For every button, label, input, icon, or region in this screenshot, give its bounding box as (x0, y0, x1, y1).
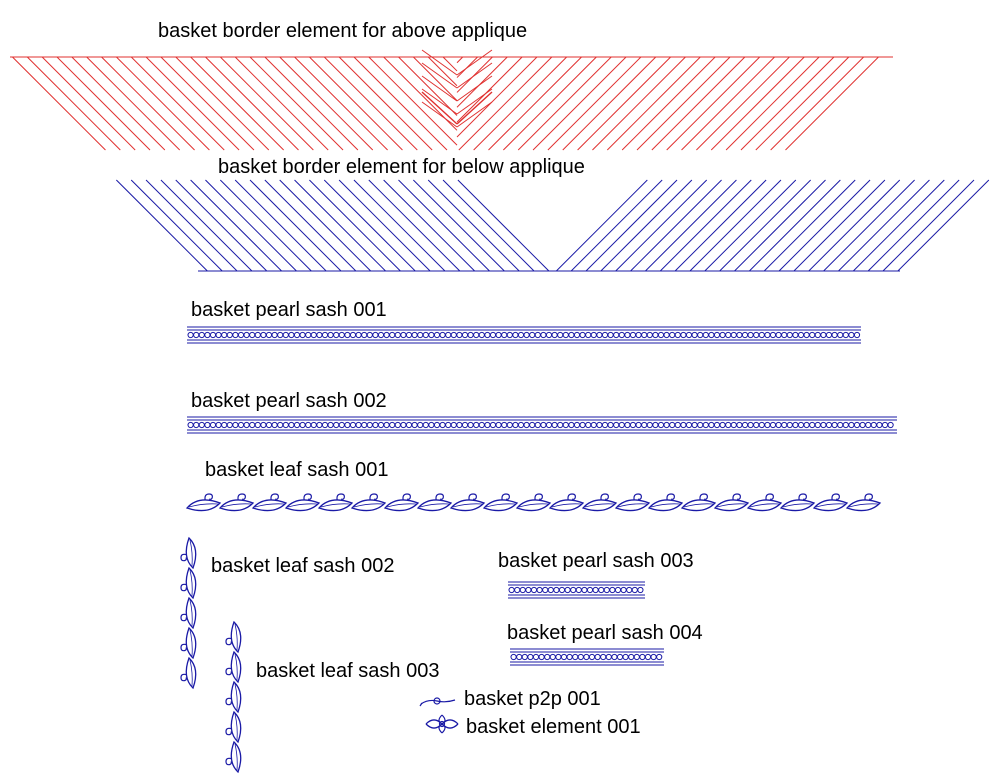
label-border-above: basket border element for above applique (158, 20, 528, 42)
element-001-glyph (425, 714, 459, 734)
border-below-applique (116, 179, 990, 272)
leaf-sash-003 (225, 620, 242, 774)
pearl-sash-001 (187, 326, 861, 344)
border-above-applique (10, 49, 893, 151)
label-leaf-sash-001: basket leaf sash 001 (205, 459, 389, 481)
pearl-sash-002 (187, 416, 897, 434)
label-leaf-sash-002: basket leaf sash 002 (211, 555, 395, 577)
label-pearl-sash-004: basket pearl sash 004 (507, 622, 703, 644)
leaf-sash-002 (180, 536, 197, 690)
label-element-001: basket element 001 (466, 716, 641, 738)
pearl-sash-003 (508, 581, 645, 599)
label-pearl-sash-001: basket pearl sash 001 (191, 299, 387, 321)
p2p-001-glyph (419, 697, 456, 707)
pearl-sash-004 (510, 648, 664, 666)
label-pearl-sash-003: basket pearl sash 003 (498, 550, 694, 572)
label-pearl-sash-002: basket pearl sash 002 (191, 390, 387, 412)
label-leaf-sash-003: basket leaf sash 003 (256, 660, 440, 682)
label-border-below: basket border element for below applique (218, 156, 585, 178)
label-p2p-001: basket p2p 001 (464, 688, 601, 710)
leaf-sash-001 (185, 493, 882, 512)
